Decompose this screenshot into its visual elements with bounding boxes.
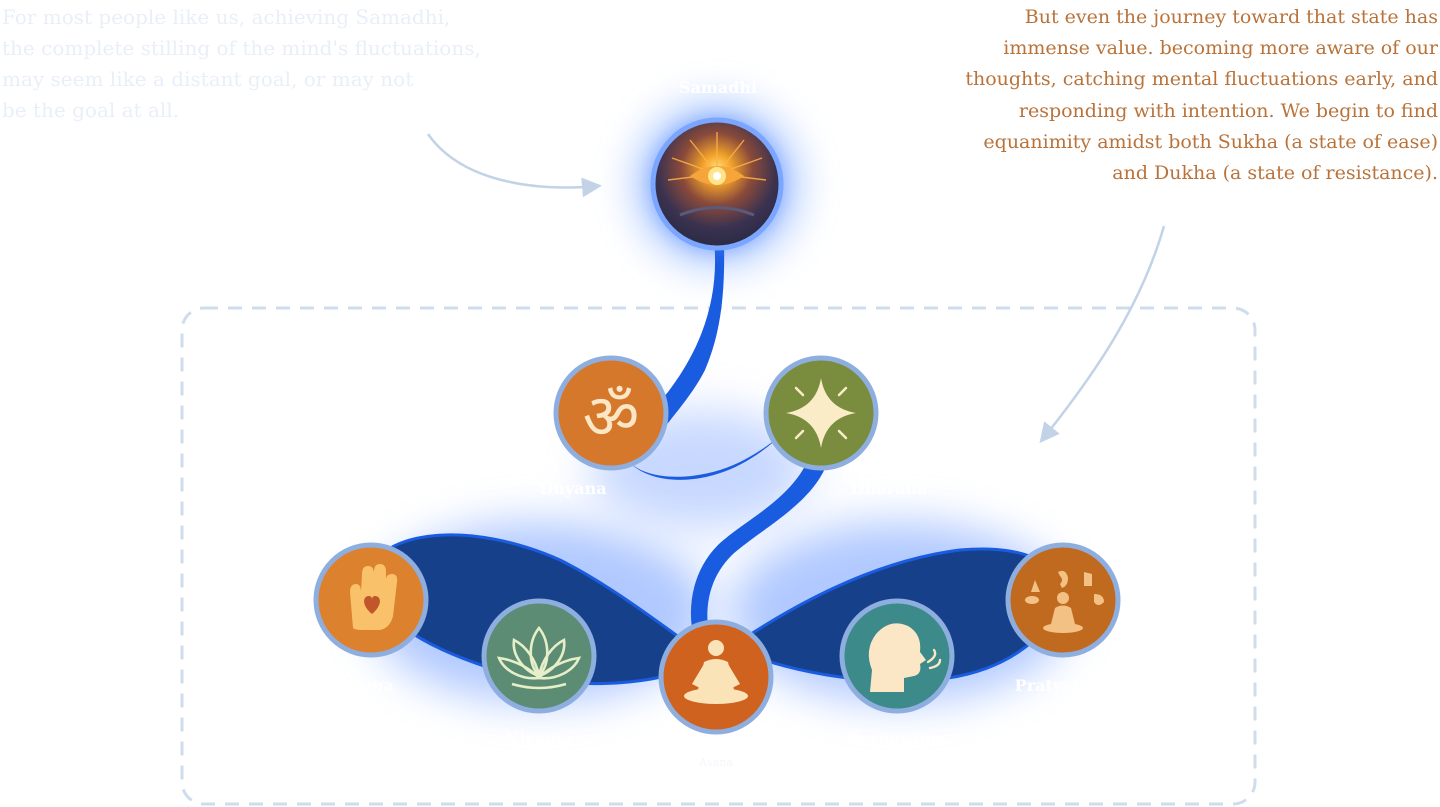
arrow-left	[426, 133, 602, 198]
meditation-icon	[684, 640, 748, 704]
intro-left-text: For most people like us, achieving Samad…	[2, 5, 481, 122]
label-niyama: Niyama	[505, 729, 573, 748]
label-dharana: Dharana	[851, 479, 928, 498]
label-pratyahara: Pratyahara	[1015, 676, 1114, 695]
arrow-right	[1039, 225, 1166, 444]
path-dhyana-dharana	[626, 436, 780, 480]
label-dhyana: Dhyana	[539, 479, 606, 498]
intro-right-text: But even the journey toward that state h…	[965, 6, 1438, 185]
senses-icon	[1025, 570, 1104, 633]
label-pranayama: Pranayama	[847, 729, 947, 748]
path-dharana-asana	[690, 460, 826, 628]
lotus-icon	[496, 625, 582, 690]
label-samadhi: Samadhi	[679, 78, 757, 97]
hand-heart-icon	[350, 564, 398, 630]
node-dhyana[interactable]: ॐ Dhyana	[539, 355, 669, 498]
label-asana: Asana	[698, 756, 733, 769]
breath-icon	[868, 623, 942, 692]
om-icon: ॐ	[583, 380, 640, 453]
node-pratyahara[interactable]: Pratyahara	[1005, 542, 1121, 695]
node-dharana[interactable]: Dharana	[763, 355, 928, 498]
node-pranayama[interactable]: Pranayama	[839, 598, 955, 748]
label-yama: Yama	[345, 676, 394, 695]
node-asana[interactable]: Asana	[658, 619, 774, 769]
third-eye-icon	[667, 132, 767, 217]
node-samadhi[interactable]: Samadhi	[650, 78, 784, 251]
node-niyama[interactable]: Niyama	[481, 598, 597, 748]
node-yama[interactable]: Yama	[313, 542, 429, 695]
sparkle-icon	[786, 378, 856, 448]
